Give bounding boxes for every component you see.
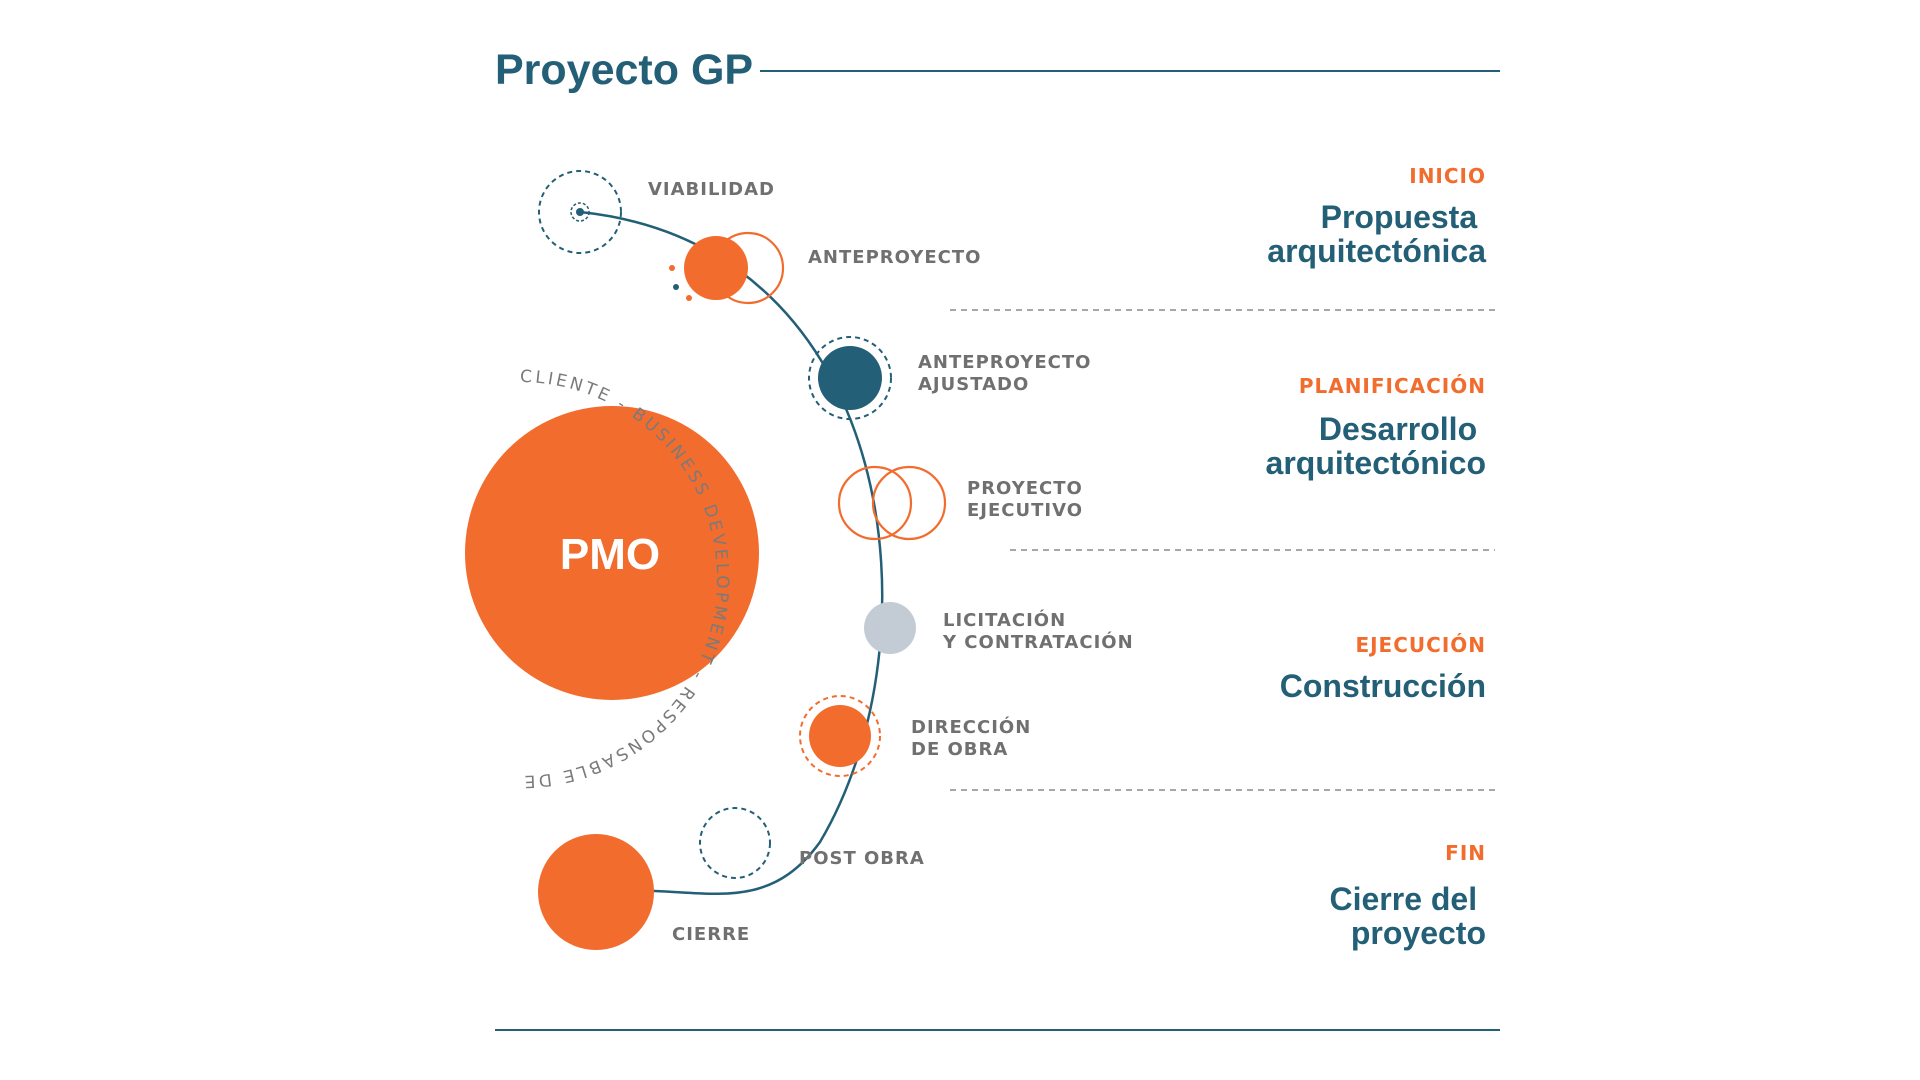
phase-desc-inicio: Propuesta arquitectónica — [1267, 199, 1486, 269]
step-label-anteproyecto-ajustado: ANTEPROYECTO AJUSTADO — [918, 352, 1099, 395]
phase-label-fin: FIN — [1445, 841, 1486, 865]
viabilidad-dashed-ring — [538, 170, 622, 254]
step-label-viabilidad: VIABILIDAD — [648, 179, 775, 200]
step-label-cierre: CIERRE — [672, 924, 750, 945]
step-label-direccion-de-obra: DIRECCIÓN DE OBRA — [911, 716, 1039, 760]
step-licitacion-circle — [864, 602, 916, 654]
step-label-licitacion: LICITACIÓN Y CONTRATACIÓN — [942, 609, 1134, 653]
step-label-proyecto-ejecutivo: PROYECTO EJECUTIVO — [967, 478, 1090, 521]
anteproyecto-dot-2 — [673, 284, 679, 290]
anteproyecto-dot-3 — [686, 295, 692, 301]
direccion-de-obra-circle — [809, 705, 871, 767]
proyecto-ejecutivo-circle-left — [837, 465, 913, 541]
anteproyecto-ajustado-circle — [818, 346, 882, 410]
anteproyecto-dot-1 — [669, 265, 675, 271]
pmo-circle — [465, 406, 759, 700]
step-cierre-circle — [538, 834, 654, 950]
anteproyecto-ajustado-ring — [808, 336, 892, 420]
phase-label-ejecucion: EJECUCIÓN — [1355, 633, 1486, 657]
step-proyecto-ejecutivo — [837, 465, 947, 541]
step-anteproyecto-ajustado — [808, 336, 892, 420]
proyecto-ejecutivo-circle-right — [871, 465, 947, 541]
pmo-label: PMO — [560, 530, 660, 579]
phase-desc-ejecucion: Construcción — [1280, 668, 1486, 704]
phase-label-inicio: INICIO — [1409, 164, 1486, 188]
viabilidad-dot — [576, 208, 584, 216]
step-anteproyecto — [669, 231, 785, 305]
direccion-de-obra-ring — [799, 695, 881, 777]
phase-desc-planificacion: Desarrollo arquitectónico — [1266, 411, 1486, 481]
viabilidad-inner-ring — [570, 202, 590, 222]
step-direccion-de-obra — [799, 695, 881, 777]
step-label-post-obra: POST OBRA — [799, 848, 925, 869]
step-viabilidad — [538, 170, 622, 254]
phase-label-planificacion: PLANIFICACIÓN — [1299, 374, 1486, 398]
step-label-anteproyecto: ANTEPROYECTO — [808, 247, 981, 268]
anteproyecto-filled-circle — [684, 236, 748, 300]
page-title: Proyecto GP — [495, 46, 753, 94]
phase-desc-fin: Cierre del proyecto — [1329, 881, 1486, 951]
step-post-obra-ring — [699, 807, 771, 879]
lifecycle-flow-arrow — [579, 210, 884, 902]
